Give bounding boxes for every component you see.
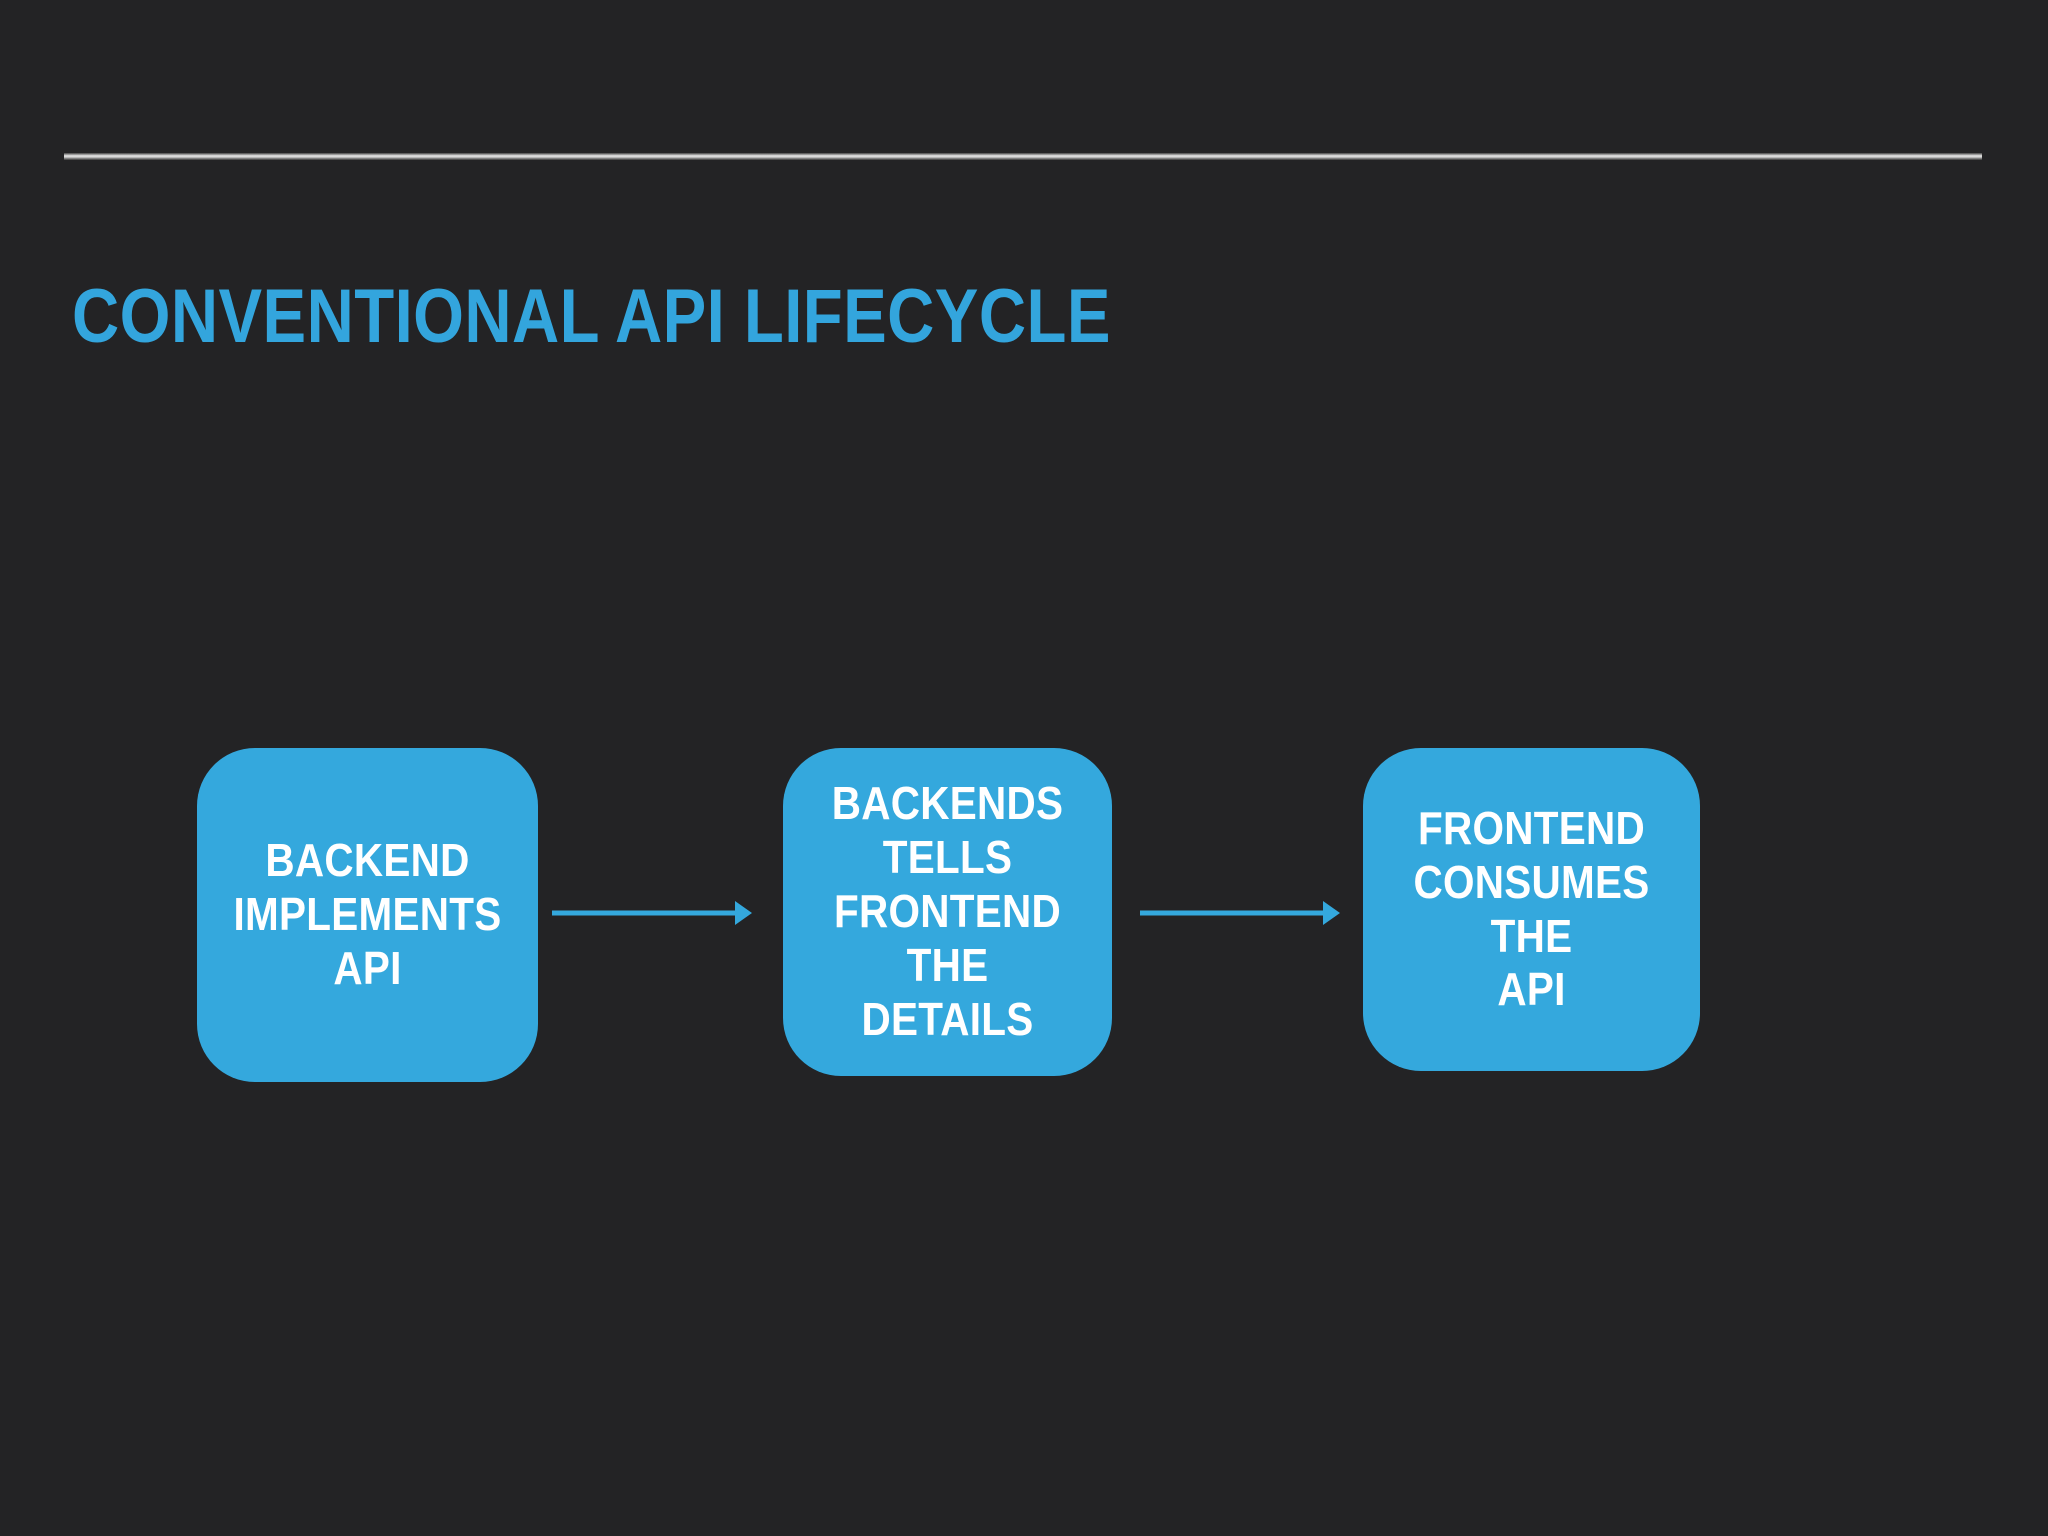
diagram-node-backends-tells-frontend-the-details[interactable]: BACKENDS TELLS FRONTEND THE DETAILS xyxy=(783,748,1112,1076)
arrow-head-icon xyxy=(735,901,752,925)
diagram-node-label: BACKENDS TELLS FRONTEND THE DETAILS xyxy=(831,777,1064,1045)
page-title: CONVENTIONAL API LIFECYCLE xyxy=(72,273,1111,359)
diagram-node-label: FRONTEND CONSUMES THE API xyxy=(1413,801,1650,1016)
diagram-node-frontend-consumes-the-api[interactable]: FRONTEND CONSUMES THE API xyxy=(1363,748,1700,1071)
arrow-connector-2 xyxy=(1140,901,1340,925)
diagram-node-label: BACKEND IMPLEMENTS API xyxy=(233,834,502,994)
arrow-connector-1 xyxy=(552,901,752,925)
diagram-node-backend-implements-api[interactable]: BACKEND IMPLEMENTS API xyxy=(197,748,538,1082)
header-divider-line xyxy=(64,153,1982,160)
arrow-head-icon xyxy=(1323,901,1340,925)
